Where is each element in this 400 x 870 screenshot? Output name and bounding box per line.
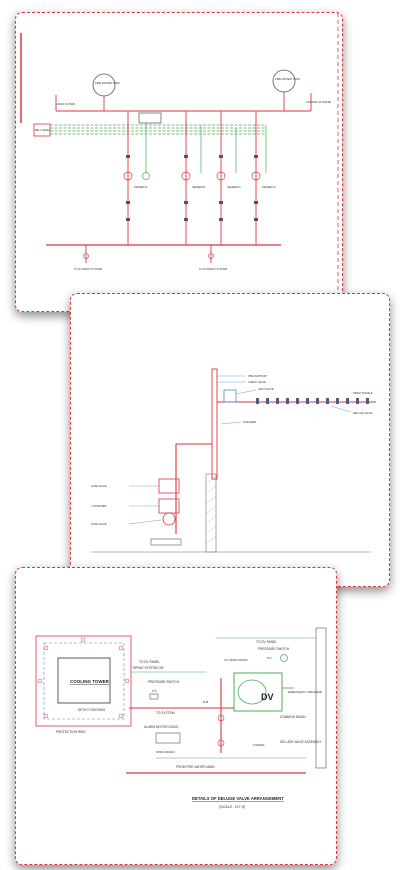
- svg-text:GATE VALVE: GATE VALVE: [91, 522, 107, 526]
- svg-text:HEADER-03: HEADER-03: [227, 186, 241, 189]
- svg-text:SPRAY NOZZLE: SPRAY NOZZLE: [353, 391, 373, 395]
- svg-text:EMERGENCY RELEASE: EMERGENCY RELEASE: [288, 690, 322, 694]
- svg-text:HEADER-02: HEADER-02: [192, 186, 206, 189]
- drawing-card-riser[interactable]: PIPE SUPPORT CHECK VALVE VENT VALVE SPRA…: [70, 293, 390, 587]
- hydrant-schematic: FIRE WATER TANK FIRE WATER TANK DRAIN OF…: [20, 13, 339, 311]
- detection-ring: [43, 642, 125, 720]
- svg-text:DELUGE VALVE: DELUGE VALVE: [353, 411, 373, 415]
- drawing-card-hydrant[interactable]: FIRE WATER TANK FIRE WATER TANK DRAIN OF…: [15, 12, 343, 312]
- svg-text:8"Ø: 8"Ø: [203, 700, 209, 704]
- svg-text:HEADER-01: HEADER-01: [134, 186, 148, 189]
- svg-text:HEADER-04: HEADER-04: [262, 186, 276, 189]
- tank-right-icon: [272, 69, 296, 93]
- svg-text:PROTECTION RING: PROTECTION RING: [56, 730, 86, 734]
- dv-body: [233, 672, 283, 712]
- svg-text:DV: DV: [261, 692, 274, 702]
- svg-text:PRESSURE SWITCH: PRESSURE SWITCH: [258, 647, 290, 651]
- svg-text:TO HYDRANT SYSTEM: TO HYDRANT SYSTEM: [74, 267, 102, 271]
- svg-text:FIRE WATER TANK: FIRE WATER TANK: [275, 77, 300, 81]
- svg-text:Y-STRAINER: Y-STRAINER: [91, 504, 107, 508]
- riser-schematic: PIPE SUPPORT CHECK VALVE VENT VALVE SPRA…: [91, 368, 376, 553]
- svg-text:P.S: P.S: [152, 689, 156, 693]
- svg-text:COMMON DRAIN: COMMON DRAIN: [280, 715, 306, 719]
- svg-text:FUNNEL: FUNNEL: [253, 743, 265, 747]
- svg-text:TO HYDRANT SYSTEM: TO HYDRANT SYSTEM: [199, 267, 227, 271]
- svg-text:P.S: P.S: [267, 656, 271, 660]
- svg-text:PIPE SUPPORT: PIPE SUPPORT: [248, 374, 268, 378]
- svg-text:"SPRAY SYSTEM ON": "SPRAY SYSTEM ON": [132, 666, 164, 670]
- svg-text:DELUGE VALVE ASSEMBLY: DELUGE VALVE ASSEMBLY: [280, 740, 322, 744]
- svg-text:TO DV PANEL: TO DV PANEL: [256, 640, 277, 644]
- svg-text:CHECK VALVE: CHECK VALVE: [248, 380, 266, 384]
- svg-text:PRESSURE SWITCH: PRESSURE SWITCH: [148, 680, 180, 684]
- svg-text:TO DV PANEL: TO DV PANEL: [139, 660, 160, 664]
- svg-text:TO SYSTEM: TO SYSTEM: [156, 711, 175, 715]
- svg-text:VENT VALVE: VENT VALVE: [258, 387, 274, 391]
- tower-box: [57, 657, 111, 704]
- svg-text:FIRE WATER TANK: FIRE WATER TANK: [95, 81, 120, 85]
- drawing-card-deluge[interactable]: COOLING TOWER DETECTION RING PROTECTION …: [15, 567, 337, 865]
- svg-text:DETECTION RING: DETECTION RING: [78, 708, 106, 712]
- svg-text:GATE VALVE: GATE VALVE: [91, 484, 107, 488]
- svg-text:ALARM MOTOR GONG: ALARM MOTOR GONG: [144, 725, 179, 729]
- svg-text:OPEN DRAIN: OPEN DRAIN: [156, 750, 175, 754]
- bell-panel-box: [33, 123, 51, 137]
- svg-text:FROM FIRE WATER MAIN: FROM FIRE WATER MAIN: [176, 765, 215, 769]
- drawing-scale: (SCALE - N.T.S): [219, 805, 245, 809]
- svg-text:STRAINER: STRAINER: [243, 420, 256, 424]
- svg-text:TO OPEN DRAIN: TO OPEN DRAIN: [224, 658, 248, 662]
- svg-text:SOURCE OF WATER: SOURCE OF WATER: [306, 100, 331, 104]
- drawing-title: DETAILS OF DELUGE VALVE ARRANGEMENT: [192, 796, 284, 801]
- protection-ring: [35, 635, 132, 727]
- tank-left-icon: [92, 73, 116, 97]
- svg-text:COOLING TOWER: COOLING TOWER: [70, 679, 110, 684]
- svg-text:BELL PANEL: BELL PANEL: [35, 128, 51, 132]
- svg-text:DRAIN OF BAIN: DRAIN OF BAIN: [56, 102, 75, 106]
- deluge-schematic: COOLING TOWER DETECTION RING PROTECTION …: [35, 627, 327, 809]
